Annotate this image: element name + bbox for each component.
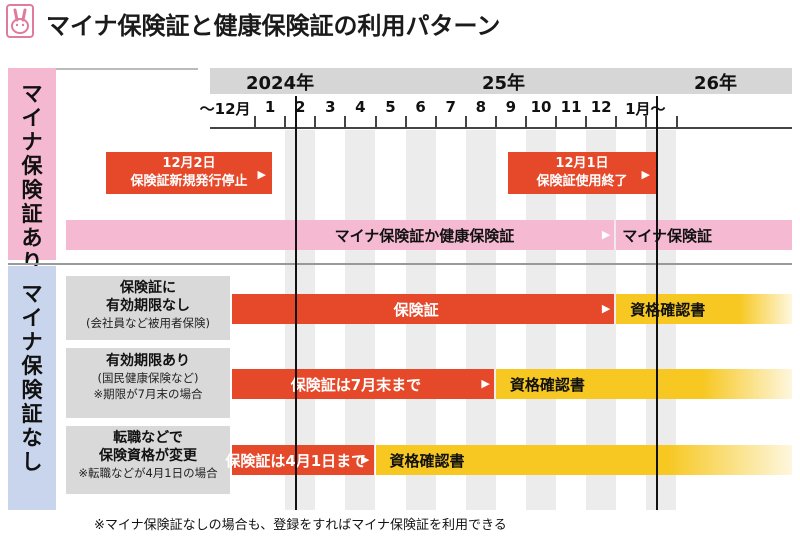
month-label: 11	[560, 98, 582, 116]
timeline-bar: 保険証は4月1日まで▶	[225, 445, 374, 475]
row-label-main: 保険資格が変更	[99, 448, 197, 464]
bar-label: 資格確認書	[389, 451, 465, 470]
row-label-main: 保険証に	[120, 280, 176, 296]
row-label: 転職などで 保険資格が変更 ※転職などが4月1日の場合	[66, 426, 230, 494]
event-callout: 12月1日 保険証使用終了 ▶	[508, 152, 656, 194]
axis-tick	[434, 116, 437, 128]
arrow-icon: ▶	[601, 228, 611, 241]
bar-label: 保険証は7月末まで	[290, 375, 422, 394]
axis-tick	[494, 116, 497, 128]
timeline-bar: マイナ保険証か健康保険証 ▶	[66, 220, 615, 250]
axis-tick	[615, 116, 618, 128]
group-label-text: マイナ保険証あり	[21, 82, 43, 274]
month-label: 9	[505, 98, 517, 116]
axis-line	[210, 127, 792, 129]
month-label: 1	[264, 98, 276, 116]
row-label-sub: ※期限が7月末の場合	[93, 387, 203, 401]
month-label: 5	[385, 98, 396, 116]
axis-tick	[675, 116, 678, 128]
axis-tick	[585, 116, 588, 128]
row-label: 保険証に 有効期限なし (会社員など被用者保険)	[66, 276, 230, 340]
bar-label: マイナ保険証	[622, 226, 712, 245]
event-text: 保険証新規発行停止	[130, 174, 248, 189]
arrow-icon: ▶	[601, 302, 611, 315]
divider	[8, 68, 198, 70]
row-label-main: 有効期限なし	[106, 298, 190, 314]
month-label: 2	[294, 98, 306, 116]
axis-tick	[464, 116, 467, 128]
axis-tick	[284, 116, 287, 128]
month-label: ～12月	[199, 100, 251, 118]
row-label-sub: ※転職などが4月1日の場合	[78, 466, 218, 480]
row-label-main: 転職などで	[113, 430, 183, 446]
month-label: 4	[355, 98, 366, 116]
footnote: ※マイナ保険証なしの場合も、登録をすればマイナ保険証を利用できる	[94, 518, 507, 533]
bar-label: 資格確認書	[509, 375, 585, 394]
axis-tick	[374, 116, 377, 128]
month-label: 12	[590, 98, 612, 116]
axis-tick	[525, 116, 527, 128]
group-label-text: マイナ保険証なし	[21, 282, 43, 474]
arrow-icon: ▶	[481, 377, 490, 390]
year-label: 26年	[694, 73, 738, 94]
axis-tick	[314, 116, 317, 128]
month-label: 10	[530, 98, 552, 116]
month-label: 6	[415, 98, 426, 116]
axis-tick	[404, 116, 407, 128]
axis-tick	[344, 116, 347, 128]
bar-label: 保険証	[393, 300, 439, 319]
event-text: 保険証使用終了	[536, 174, 628, 189]
bar-label: 資格確認書	[630, 300, 706, 319]
arrow-icon: ▶	[257, 168, 266, 181]
event-callout: 12月2日 保険証新規発行停止 ▶	[106, 152, 272, 194]
month-label: 8	[475, 98, 487, 116]
chart-title: マイナ保険証と健康保険証の利用パターン	[46, 12, 501, 40]
marker-line	[656, 96, 658, 510]
group-band-with-card	[8, 68, 56, 260]
group-band-without-card	[8, 266, 56, 510]
year-label: 2024年	[246, 73, 315, 94]
month-label: 7	[445, 98, 456, 116]
month-label: 1月～	[625, 100, 666, 118]
group-label: マイナ保険証あり	[8, 82, 56, 274]
year-bar	[210, 68, 792, 94]
axis-tick	[555, 116, 558, 128]
bar-label: マイナ保険証か健康保険証	[334, 226, 515, 245]
row-label-sub: (国民健康保険など)	[97, 371, 199, 385]
timeline-bar: 保険証 ▶	[232, 294, 615, 324]
axis-tick	[645, 116, 648, 128]
row-label-main: 有効期限あり	[106, 353, 190, 369]
timeline-bar: 資格確認書	[495, 369, 792, 399]
event-date: 12月2日	[162, 156, 216, 171]
event-date: 12月1日	[555, 156, 609, 171]
group-label: マイナ保険証なし	[8, 282, 56, 474]
timeline-bar: 保険証は7月末まで ▶	[232, 369, 494, 399]
arrow-icon: ▶	[361, 453, 370, 466]
year-label: 25年	[482, 73, 526, 94]
arrow-icon: ▶	[641, 168, 650, 181]
timeline-bar: 資格確認書	[375, 445, 792, 475]
row-label: 有効期限あり (国民健康保険など) ※期限が7月末の場合	[66, 348, 230, 418]
divider	[8, 263, 792, 265]
axis-tick	[254, 116, 257, 128]
marker-line	[295, 96, 297, 510]
timeline-bar: マイナ保険証	[616, 220, 792, 250]
timeline-bar: 資格確認書	[616, 294, 792, 324]
month-label: 3	[325, 98, 336, 116]
row-label-sub: (会社員など被用者保険)	[86, 316, 210, 330]
logo-icon	[6, 4, 34, 38]
